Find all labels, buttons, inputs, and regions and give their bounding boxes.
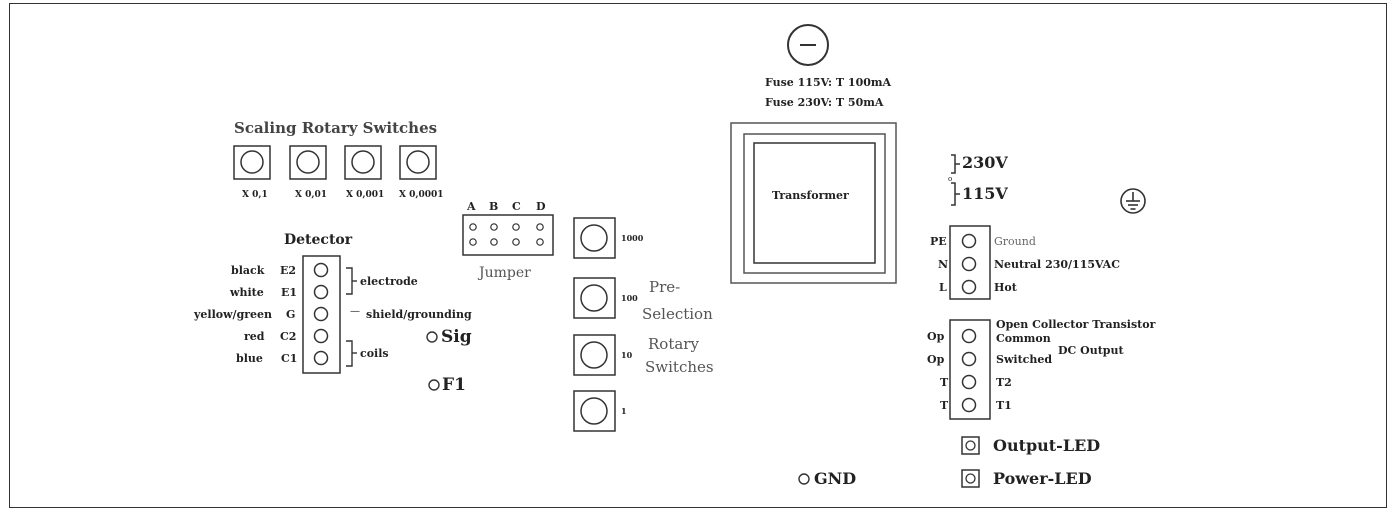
detector-coils-label: coils	[360, 347, 389, 360]
output-op1-label: Op	[927, 330, 945, 343]
scaling-label-1: X 0,1	[242, 190, 268, 200]
output-t-label-2: T	[940, 399, 949, 412]
output-led-label: Output-LED	[993, 436, 1101, 455]
detector-row-white-label: white	[230, 286, 264, 299]
detector-shield-label: shield/grounding	[366, 308, 472, 321]
power-n-label: N	[938, 258, 949, 271]
f1-test-point[interactable]	[428, 379, 440, 391]
output-pin-t2	[961, 374, 977, 390]
detector-row-black-label: black	[231, 264, 265, 277]
power-led-label: Power-LED	[993, 469, 1092, 488]
preselect-label-1000: 1000	[621, 233, 644, 243]
jumper-letter-b: B	[489, 200, 499, 213]
fuse-115-label: Fuse 115V: T 100mA	[765, 76, 892, 89]
transformer-box	[730, 122, 897, 284]
scaling-switch-2[interactable]	[289, 145, 327, 180]
power-ground-label: Ground	[994, 235, 1036, 248]
power-terminal-pins	[961, 233, 977, 295]
jumper-letter-c: C	[512, 200, 521, 213]
voltage-selector-bracket	[951, 154, 960, 206]
output-pin-op-switched	[961, 351, 977, 367]
sig-test-point[interactable]	[426, 331, 438, 343]
transformer-label: Transformer	[772, 189, 849, 202]
output-dc-label: DC Output	[1058, 344, 1124, 357]
sig-label: Sig	[441, 327, 472, 347]
preselect-switch-10[interactable]	[573, 334, 616, 376]
preselect-switch-1000[interactable]	[573, 217, 616, 259]
preselect-label-1: 1	[621, 406, 627, 416]
detector-pin-e1	[313, 284, 329, 300]
detector-pin-g	[313, 306, 329, 322]
scaling-label-2: X 0,01	[295, 190, 328, 200]
scaling-switches-title: Scaling Rotary Switches	[234, 119, 438, 137]
detector-pin-e2-label: E2	[280, 264, 297, 277]
detector-row-yellowgreen-label: yellow/green	[194, 308, 273, 321]
preselection-title-line2: Selection	[642, 305, 713, 323]
ground-symbol-icon	[1120, 188, 1146, 214]
power-hot-label: Hot	[994, 281, 1017, 294]
detector-pin-c2	[313, 328, 329, 344]
fuse-230-label: Fuse 230V: T 50mA	[765, 96, 884, 109]
detector-electrode-label: electrode	[360, 275, 418, 288]
detector-pin-c2-label: C2	[280, 330, 297, 343]
detector-pin-e1-label: E1	[281, 286, 298, 299]
power-pin-n	[961, 256, 977, 272]
scaling-label-3: X 0,001	[346, 190, 385, 200]
preselection-title-line4: Switches	[645, 358, 714, 376]
output-led-icon	[961, 436, 980, 455]
power-l-label: L	[939, 281, 947, 294]
jumper-letter-a: A	[467, 200, 476, 213]
f1-label: F1	[442, 375, 466, 395]
output-title: Open Collector Transistor	[996, 318, 1156, 331]
jumper-letter-d: D	[536, 200, 546, 213]
power-pe-label: PE	[930, 235, 947, 248]
detector-brackets	[346, 267, 357, 367]
voltage-selector-dot: o	[948, 175, 953, 183]
scaling-switch-4[interactable]	[399, 145, 437, 180]
power-pin-l	[961, 279, 977, 295]
output-op2-label: Op	[927, 353, 945, 366]
output-switched-label: Switched	[996, 353, 1053, 366]
preselect-label-100: 100	[621, 293, 638, 303]
output-t2-label: T2	[996, 376, 1012, 389]
detector-row-red-label: red	[244, 330, 265, 343]
preselect-switch-1[interactable]	[573, 390, 616, 432]
gnd-test-point[interactable]	[798, 473, 810, 485]
detector-terminal-pins	[313, 262, 329, 366]
output-common-label: Common	[996, 332, 1051, 345]
preselect-label-10: 10	[621, 350, 633, 360]
detector-pin-e2	[313, 262, 329, 278]
voltage-115-label: 115V	[962, 184, 1008, 203]
power-pin-pe	[961, 233, 977, 249]
jumper-label: Jumper	[479, 265, 531, 281]
preselection-title-line3: Rotary	[648, 335, 699, 353]
detector-pin-g-label: G	[286, 308, 296, 321]
scaling-switch-3[interactable]	[344, 145, 382, 180]
power-neutral-label: Neutral 230/115VAC	[994, 258, 1120, 271]
fuse-icon	[787, 24, 829, 66]
power-led-icon	[961, 469, 980, 488]
scaling-switch-1[interactable]	[233, 145, 271, 180]
preselection-title-line1: Pre-	[649, 278, 681, 296]
output-terminal-pins	[961, 328, 977, 413]
diagram-frame	[9, 3, 1387, 508]
jumper-pins	[469, 223, 544, 246]
detector-pin-c1-label: C1	[281, 352, 298, 365]
gnd-label: GND	[814, 469, 857, 488]
detector-title: Detector	[284, 232, 353, 248]
detector-shield-dash: —	[350, 306, 360, 317]
output-t-label-1: T	[940, 376, 949, 389]
preselect-switch-100[interactable]	[573, 277, 616, 319]
detector-pin-c1	[313, 350, 329, 366]
output-pin-op-common	[961, 328, 977, 344]
jumper-block[interactable]	[462, 214, 554, 256]
voltage-230-label: 230V	[962, 153, 1008, 172]
scaling-label-4: X 0,0001	[399, 190, 444, 200]
detector-row-blue-label: blue	[236, 352, 263, 365]
output-t1-label: T1	[996, 399, 1012, 412]
output-pin-t1	[961, 397, 977, 413]
